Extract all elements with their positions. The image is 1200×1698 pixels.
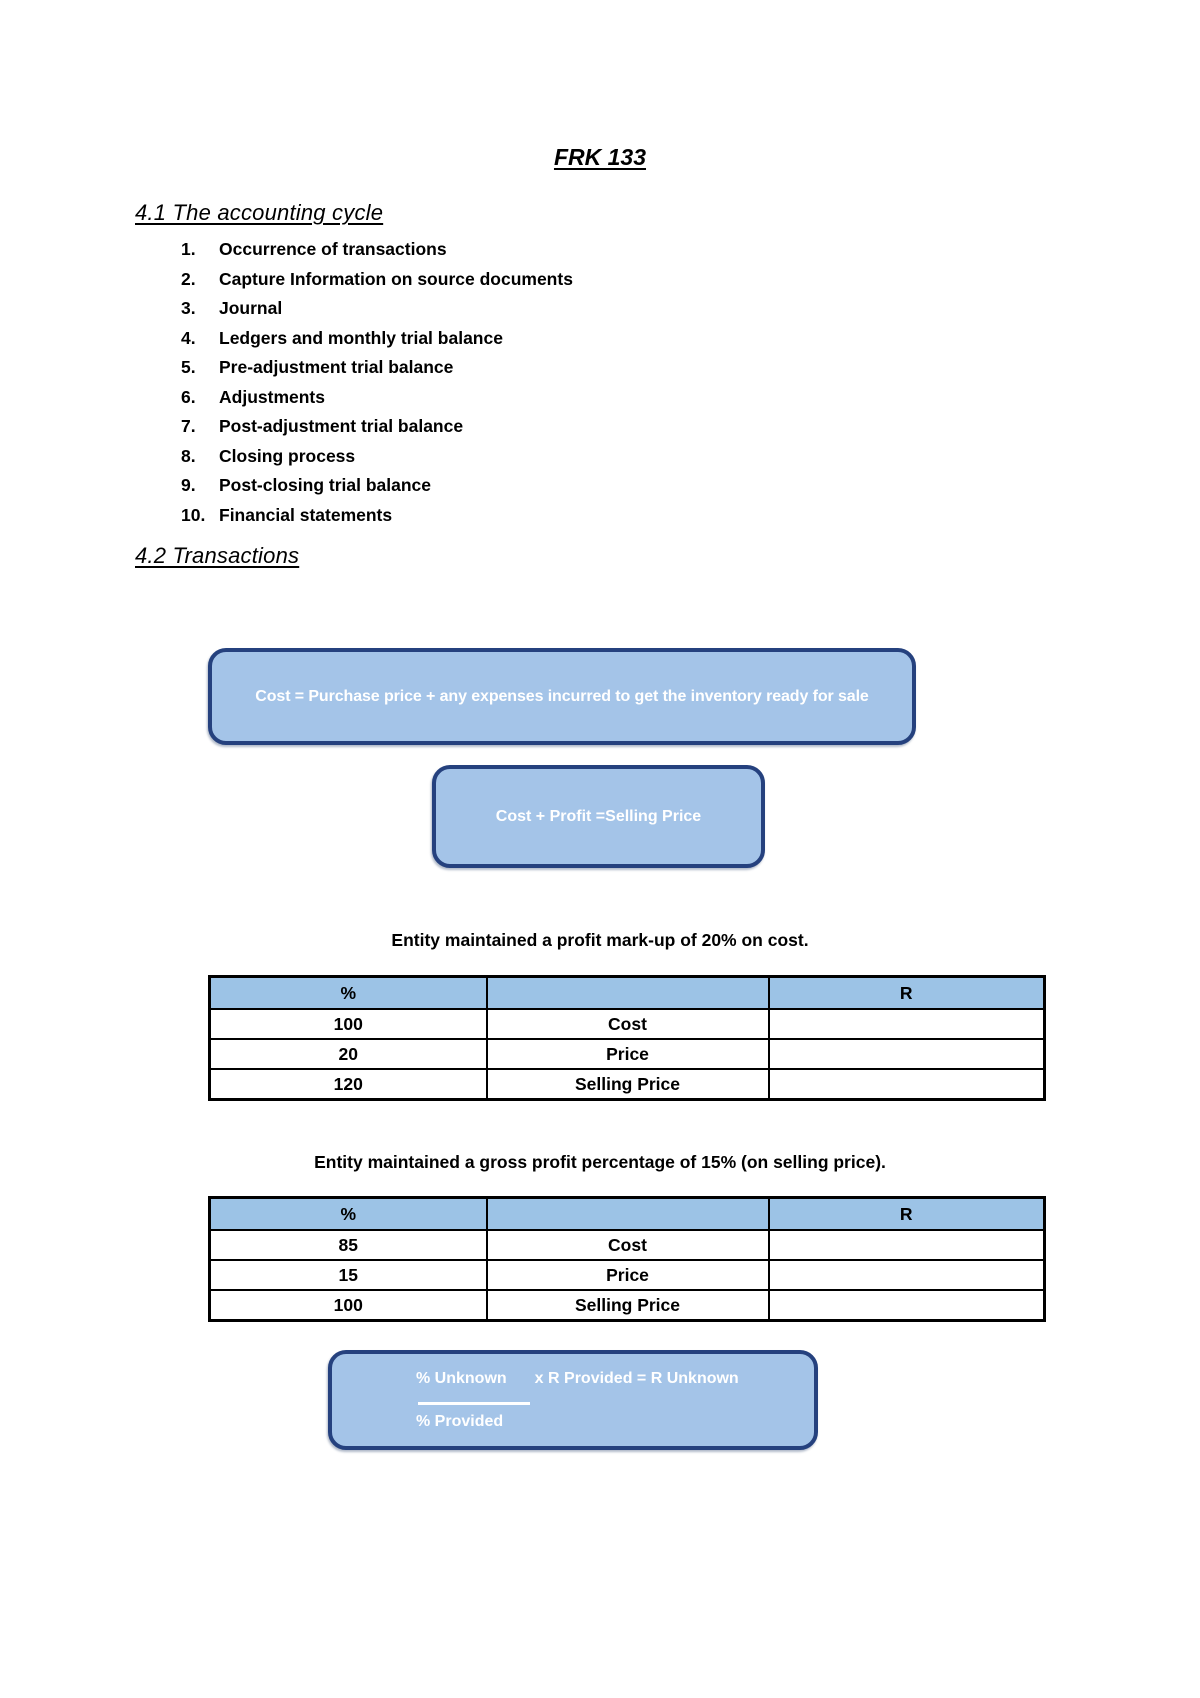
cell-rand <box>767 1008 1046 1040</box>
callout-percentage-formula: % Unknown x R Provided = R Unknown % Pro… <box>328 1350 818 1450</box>
table-row: 100 Selling Price <box>208 1289 1046 1322</box>
list-item-number: 4. <box>181 327 196 348</box>
list-item: 7. Post-adjustment trial balance <box>181 415 573 437</box>
list-item-number: 10. <box>181 504 206 525</box>
cell-percent: 15 <box>208 1259 488 1291</box>
cell-label: Selling Price <box>485 1289 770 1322</box>
table-header-row: % R <box>208 975 1046 1010</box>
callout-cost-definition: Cost = Purchase price + any expenses inc… <box>208 648 916 745</box>
cell-rand <box>767 1038 1046 1070</box>
cell-label: Cost <box>485 1008 770 1040</box>
list-item-label: Post-adjustment trial balance <box>219 416 464 436</box>
list-item-label: Occurrence of transactions <box>219 239 447 259</box>
table-row: 15 Price <box>208 1259 1046 1291</box>
header-cell-empty <box>485 1196 770 1231</box>
list-item: 6. Adjustments <box>181 386 573 408</box>
cell-percent: 120 <box>208 1068 488 1101</box>
section-heading-accounting-cycle: 4.1 The accounting cycle <box>135 200 384 225</box>
fraction-bar <box>418 1402 530 1405</box>
callout-selling-price-formula: Cost + Profit =Selling Price <box>432 765 765 868</box>
list-item-label: Ledgers and monthly trial balance <box>219 327 503 348</box>
list-item: 10. Financial statements <box>181 504 573 526</box>
list-item: 3. Journal <box>181 297 573 319</box>
list-item-label: Journal <box>219 298 283 318</box>
section-heading-transactions: 4.2 Transactions <box>135 543 300 568</box>
list-item: 4. Ledgers and monthly trial balance <box>181 327 573 349</box>
cell-label: Selling Price <box>485 1068 770 1101</box>
cell-rand <box>767 1259 1046 1291</box>
list-item: 5. Pre-adjustment trial balance <box>181 356 573 378</box>
cell-rand <box>767 1289 1046 1322</box>
table-row: 100 Cost <box>208 1008 1046 1040</box>
formula-rest: x R Provided = R Unknown <box>534 1370 739 1387</box>
cell-percent: 100 <box>208 1289 488 1322</box>
callout-cost-definition-text: Cost = Purchase price + any expenses inc… <box>255 687 869 705</box>
list-item-label: Financial statements <box>219 504 393 525</box>
table-row: 85 Cost <box>208 1229 1046 1261</box>
accounting-cycle-list: 1. Occurrence of transactions 2. Capture… <box>181 238 573 533</box>
header-cell-percent: % <box>208 975 488 1010</box>
list-item-label: Pre-adjustment trial balance <box>219 357 454 377</box>
list-item-label: Closing process <box>219 445 356 466</box>
markup-example-caption: Entity maintained a profit mark-up of 20… <box>391 930 809 950</box>
list-item: 2. Capture Information on source documen… <box>181 268 573 290</box>
table-header-row: % R <box>208 1196 1046 1231</box>
formula-numerator: % Unknown <box>416 1370 507 1387</box>
cell-rand <box>767 1068 1046 1101</box>
list-item: 1. Occurrence of transactions <box>181 238 573 260</box>
header-cell-rand: R <box>767 1196 1046 1231</box>
list-item-label: Capture Information on source documents <box>219 268 573 289</box>
table-row: 120 Selling Price <box>208 1068 1046 1101</box>
list-item-label: Post-closing trial balance <box>219 475 431 495</box>
formula-line-1: % Unknown x R Provided = R Unknown <box>416 1368 814 1390</box>
gross-profit-example-table: % R 85 Cost 15 Price 100 Selling Price <box>208 1196 1046 1322</box>
cell-percent: 85 <box>208 1229 488 1261</box>
cell-label: Price <box>485 1038 770 1070</box>
formula-denominator: % Provided <box>416 1413 504 1430</box>
list-item-number: 9. <box>181 475 196 495</box>
callout-selling-price-formula-text: Cost + Profit =Selling Price <box>495 807 702 825</box>
cell-percent: 20 <box>208 1038 488 1070</box>
page-title: FRK 133 <box>553 144 647 170</box>
cell-label: Price <box>485 1259 770 1291</box>
list-item-number: 7. <box>181 416 196 436</box>
list-item-number: 2. <box>181 268 196 289</box>
list-item: 8. Closing process <box>181 445 573 467</box>
list-item-number: 8. <box>181 445 196 466</box>
markup-example-table: % R 100 Cost 20 Price 120 Selling Price <box>208 975 1046 1101</box>
header-cell-rand: R <box>767 975 1046 1010</box>
list-item-number: 6. <box>181 386 196 407</box>
list-item: 9. Post-closing trial balance <box>181 474 573 496</box>
gross-profit-example-caption: Entity maintained a gross profit percent… <box>314 1152 886 1172</box>
percentage-formula: % Unknown x R Provided = R Unknown % Pro… <box>332 1354 814 1433</box>
header-cell-empty <box>485 975 770 1010</box>
list-item-number: 3. <box>181 298 196 318</box>
table-row: 20 Price <box>208 1038 1046 1070</box>
header-cell-percent: % <box>208 1196 488 1231</box>
list-item-label: Adjustments <box>219 386 325 407</box>
list-item-number: 1. <box>181 239 196 259</box>
cell-label: Cost <box>485 1229 770 1261</box>
list-item-number: 5. <box>181 357 196 377</box>
cell-percent: 100 <box>208 1008 488 1040</box>
cell-rand <box>767 1229 1046 1261</box>
